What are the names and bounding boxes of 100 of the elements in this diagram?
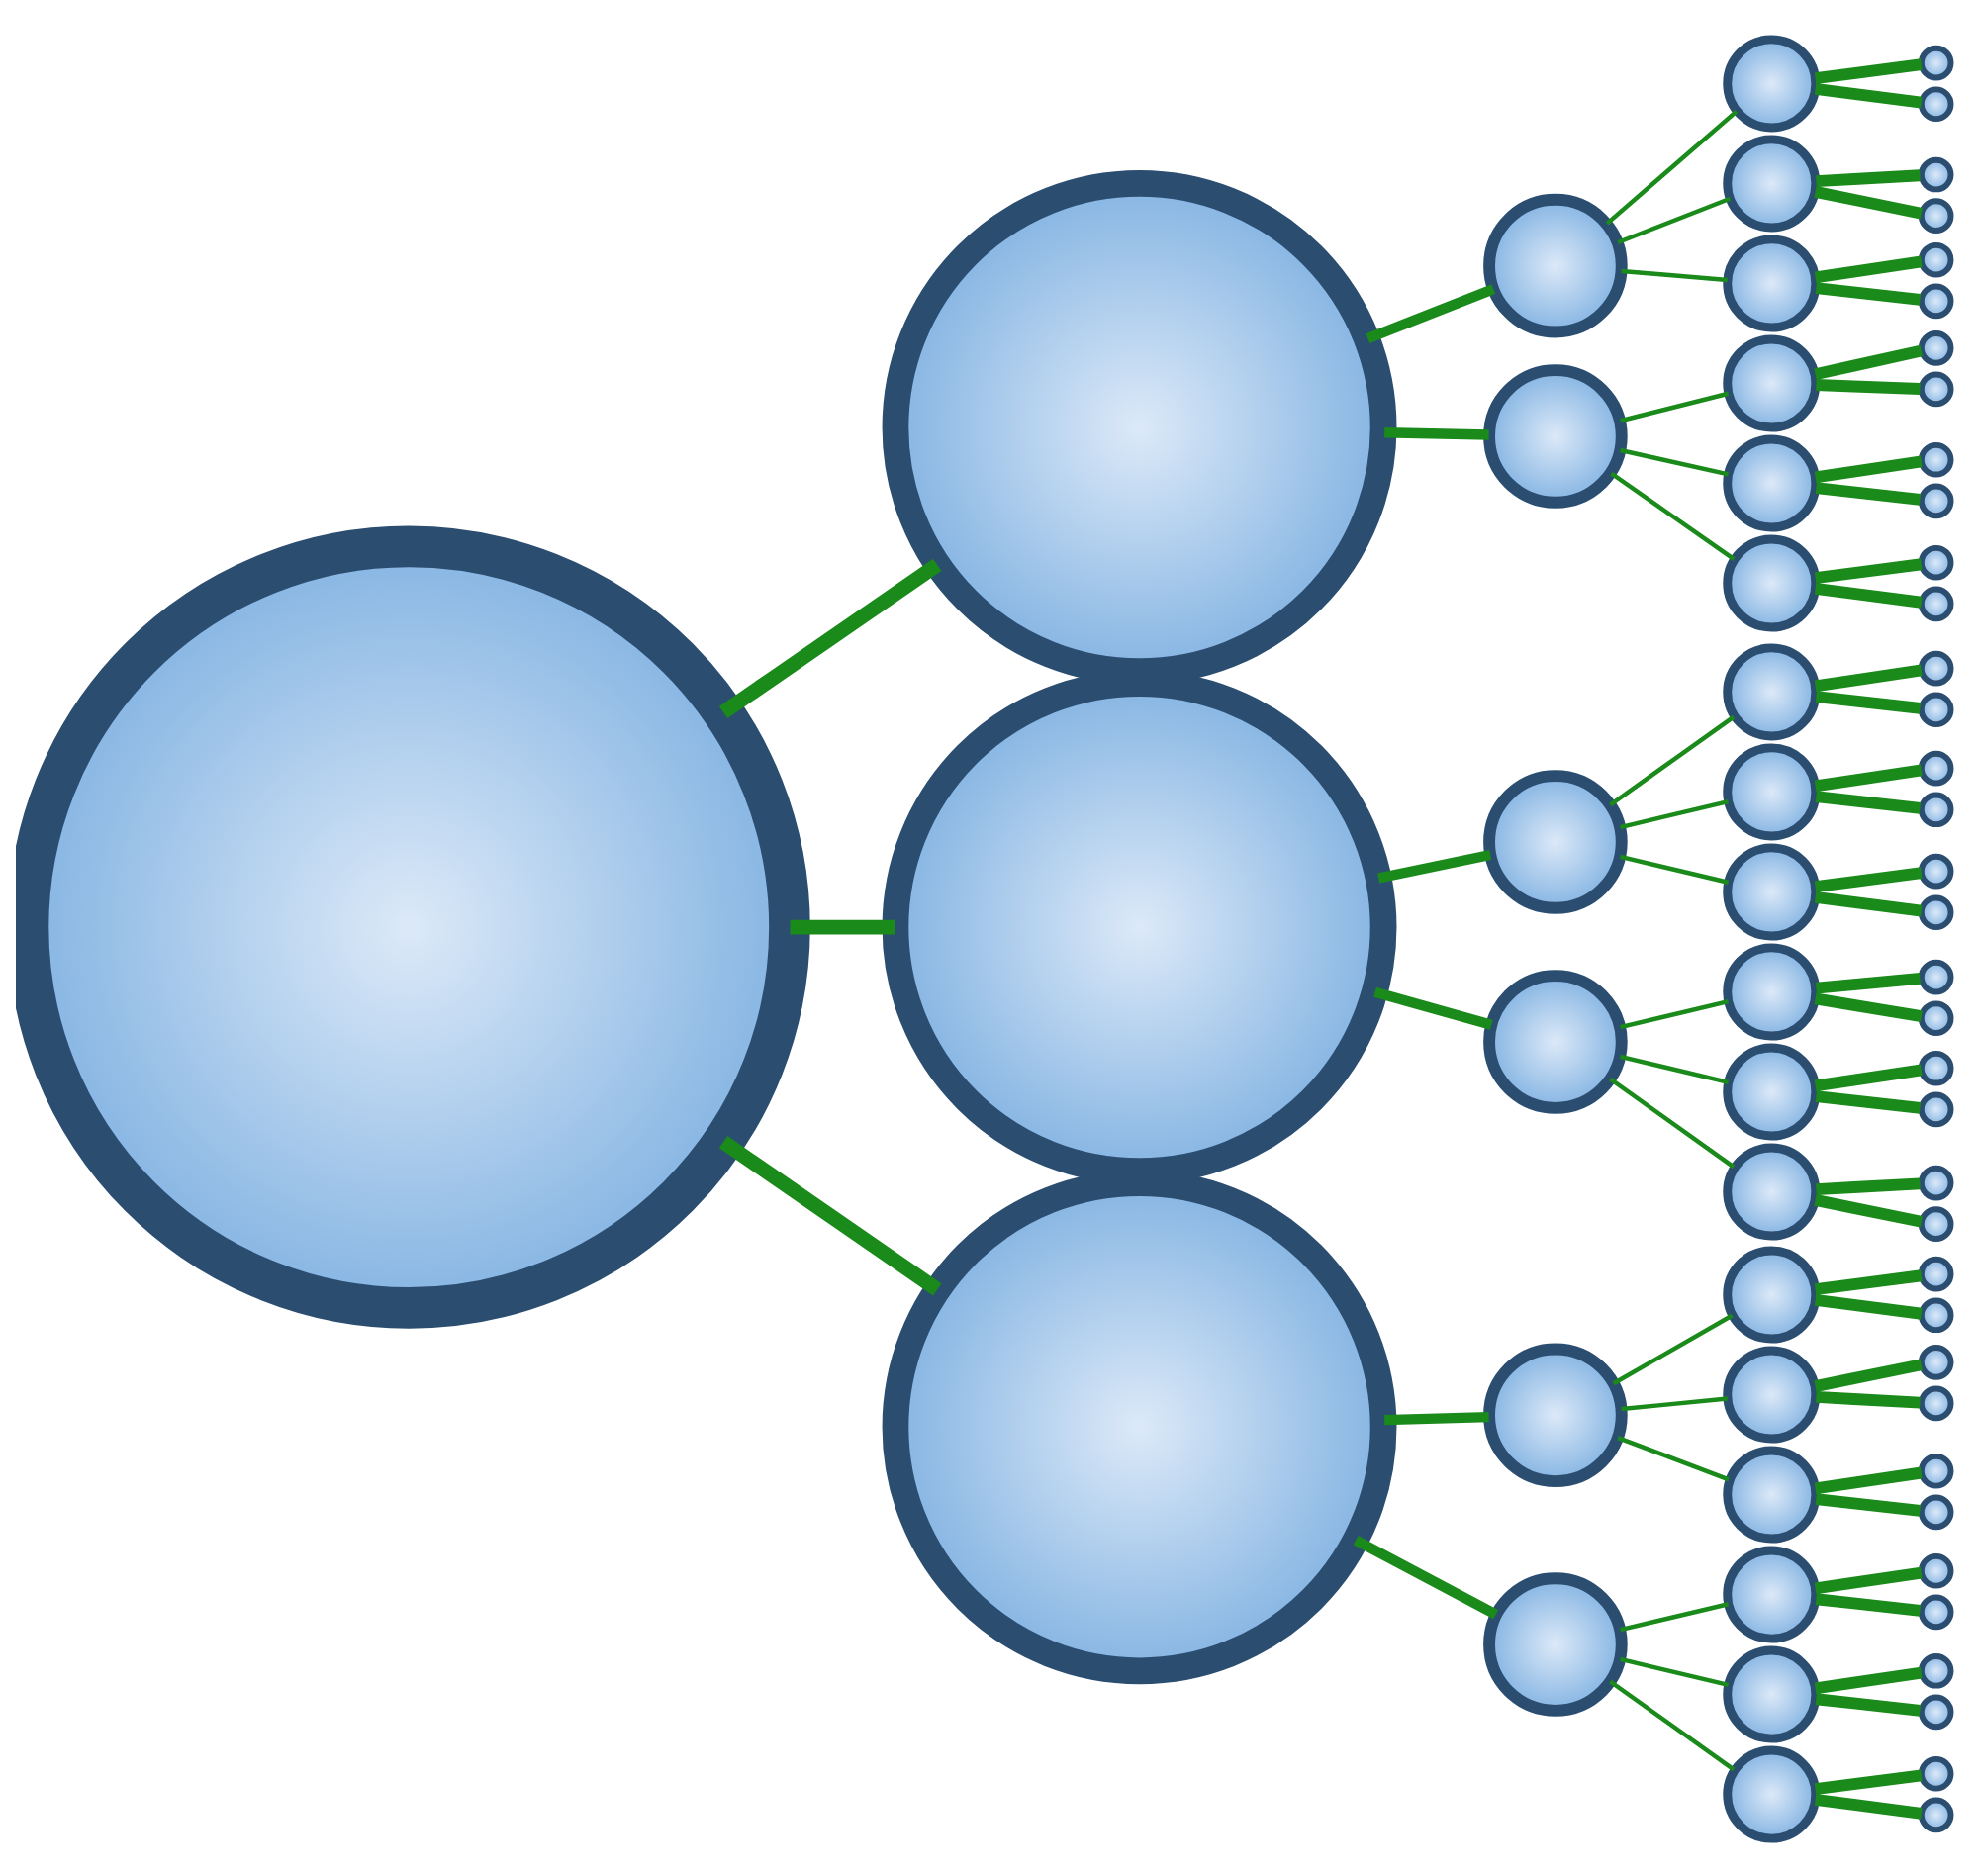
node-circle	[1723, 1644, 1821, 1742]
node-circle	[1723, 1545, 1821, 1642]
connector	[1609, 1076, 1736, 1169]
node-circle	[1723, 1445, 1821, 1543]
node-circle	[1918, 1551, 1954, 1588]
connector	[1609, 1678, 1736, 1771]
connector	[1619, 1053, 1730, 1083]
node-circle	[1918, 240, 1954, 277]
connector	[1816, 168, 1921, 187]
connector	[1814, 1292, 1923, 1319]
node-circle	[1918, 1049, 1954, 1085]
node-circle	[1918, 440, 1954, 477]
node-circle	[1918, 282, 1954, 319]
node-circle	[1918, 370, 1954, 407]
connector	[1373, 985, 1493, 1029]
node-circle	[1723, 1744, 1821, 1842]
connector	[1815, 1592, 1922, 1616]
connector	[1377, 848, 1492, 883]
connector	[1814, 1358, 1923, 1391]
node-circle	[1918, 958, 1954, 994]
connector	[1815, 1089, 1922, 1113]
node-circle	[1918, 1452, 1954, 1488]
node-circle	[1918, 1693, 1954, 1730]
node-circle	[1918, 1296, 1954, 1333]
connector	[1612, 1312, 1734, 1385]
node-circle	[1723, 234, 1821, 331]
connector	[1619, 853, 1730, 884]
connector	[1815, 1692, 1922, 1716]
node-circle	[1918, 1651, 1954, 1688]
connector	[1814, 1193, 1923, 1227]
connector	[718, 557, 942, 718]
node-circle	[1918, 1796, 1954, 1832]
node-circle	[1918, 1205, 1954, 1241]
node-circle	[1483, 1571, 1628, 1716]
node-circle	[1723, 742, 1821, 840]
connector	[1621, 1395, 1728, 1411]
node-circle	[1723, 34, 1821, 132]
connector	[1815, 281, 1922, 305]
connector	[1617, 195, 1732, 244]
connector	[1816, 1389, 1921, 1408]
node-circle	[1918, 893, 1954, 930]
connector	[1353, 1535, 1499, 1619]
connector	[1814, 185, 1923, 219]
connector	[1605, 108, 1739, 225]
node-circle	[1918, 155, 1954, 192]
node-circle	[1723, 942, 1821, 1040]
connector	[1815, 690, 1922, 713]
connector	[1814, 890, 1923, 916]
node-circle	[1918, 1164, 1954, 1200]
connector	[1619, 390, 1730, 422]
connector	[1619, 998, 1730, 1029]
node-circle	[1918, 543, 1954, 580]
node-circle	[1918, 329, 1954, 365]
node-circle	[1918, 1255, 1954, 1291]
node-circle	[1483, 192, 1628, 337]
connector	[1814, 57, 1923, 83]
connector	[1814, 581, 1923, 608]
node-circle	[1723, 433, 1821, 531]
node-circle	[1918, 791, 1954, 827]
connector	[1814, 763, 1923, 792]
node-circle	[1918, 1090, 1954, 1127]
node-circle	[1723, 1245, 1821, 1343]
connector	[1620, 446, 1730, 476]
connector	[1384, 426, 1489, 439]
connector	[790, 918, 895, 934]
connector	[1619, 797, 1730, 829]
node-circle	[1483, 969, 1628, 1113]
connector	[1617, 1434, 1730, 1481]
node-circle	[1918, 197, 1954, 233]
connector	[1366, 283, 1496, 343]
node-circle	[1918, 999, 1954, 1036]
node-circle	[1918, 749, 1954, 786]
node-circle	[1723, 1042, 1821, 1140]
connector	[1814, 1565, 1923, 1594]
node-circle	[1483, 769, 1628, 913]
connector	[1814, 663, 1923, 692]
node-circle	[1918, 1754, 1954, 1791]
connector	[1814, 1268, 1923, 1295]
node-circle	[1918, 585, 1954, 621]
node-circle	[1918, 482, 1954, 518]
connector	[1610, 470, 1736, 560]
connector	[1814, 1665, 1923, 1694]
node-circle	[1723, 842, 1821, 940]
node-circle	[1723, 333, 1821, 431]
connector	[1619, 1601, 1730, 1632]
connector	[1814, 343, 1924, 380]
connector	[1814, 1768, 1923, 1795]
node-circle	[1918, 852, 1954, 889]
connector	[1815, 790, 1922, 813]
node-circle	[1918, 1593, 1954, 1630]
connector	[1384, 1410, 1489, 1425]
connector	[1609, 713, 1736, 806]
connector	[1815, 481, 1922, 505]
node-circle	[16, 524, 810, 1328]
connector	[1815, 971, 1921, 993]
connector	[1816, 1176, 1921, 1195]
node-circle	[1723, 1142, 1821, 1240]
node-circle	[1918, 1493, 1954, 1530]
node-circle	[1723, 1345, 1821, 1443]
node-circle	[1918, 1384, 1954, 1421]
